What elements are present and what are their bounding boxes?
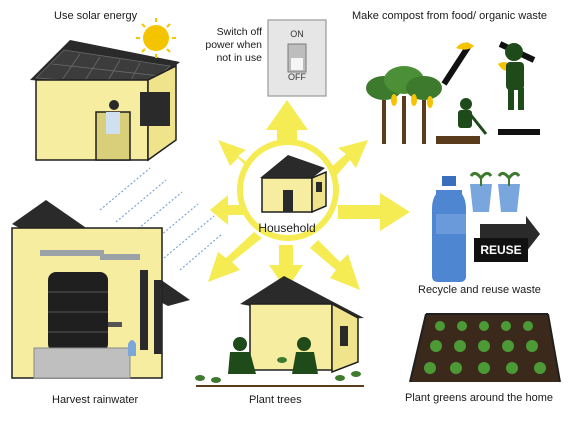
solar-panels [35,49,171,87]
digger-silhouette [458,98,488,135]
label-switch-line-2: power when [205,39,262,51]
light-switch-icon [267,19,327,97]
bottle-icon [432,176,466,282]
arrow-to-solar [218,140,258,170]
arrow-to-rain [210,195,244,225]
seedling-cups [469,171,521,212]
household-roof [260,155,325,178]
household-window [316,182,322,192]
recycle-scene [432,171,540,282]
seedlings [195,357,361,383]
switch-on-label: ON [290,29,304,39]
tap-icon [108,322,122,327]
garden-plants [424,321,546,374]
person-body [106,112,120,134]
gutter-pipe [100,254,140,260]
solar-house-wall [35,79,149,161]
label-trees: Plant trees [249,394,302,406]
person-head [109,100,119,110]
household-door [283,190,293,212]
household-label: Household [258,221,315,235]
rain-lines [99,167,223,271]
sun-icon [136,18,176,58]
planter-silhouettes [228,337,318,374]
tank-base [33,347,131,379]
greens-garden [409,313,561,383]
household-hub [237,139,339,241]
arrow-to-rainwater [208,232,262,282]
reuse-sign-label: REUSE [480,243,521,257]
tree-planting-house [195,276,364,387]
arrow-to-recycle [338,193,410,231]
compost-scene [366,41,540,144]
gardener-silhouette [505,43,524,110]
label-switch-line-3: not in use [216,52,262,64]
rainwater-house [11,200,190,379]
arrow-up-switch [266,100,308,145]
label-recycle: Recycle and reuse waste [418,284,541,296]
label-compost: Make compost from food/ organic waste [352,10,548,22]
switch-off-label: OFF [288,72,306,82]
label-switch-line-1: Switch off [216,26,262,38]
label-solar: Use solar energy [54,10,138,22]
reuse-arrow-icon [474,216,540,262]
label-rainwater: Harvest rainwater [52,394,139,406]
water-drop-bottle [128,340,136,356]
arrows [208,100,410,290]
label-greens: Plant greens around the home [405,392,553,404]
arrow-to-greens [310,240,360,290]
solar-house [30,40,180,162]
compost-pile [436,136,480,144]
solar-house-window [140,92,170,126]
tree-house-wall [249,303,333,371]
label-switch: Switch off power when not in use [200,26,262,65]
arrow-to-trees [269,245,303,290]
arrow-to-compost [330,140,368,176]
banana-tree-icon [366,66,442,144]
